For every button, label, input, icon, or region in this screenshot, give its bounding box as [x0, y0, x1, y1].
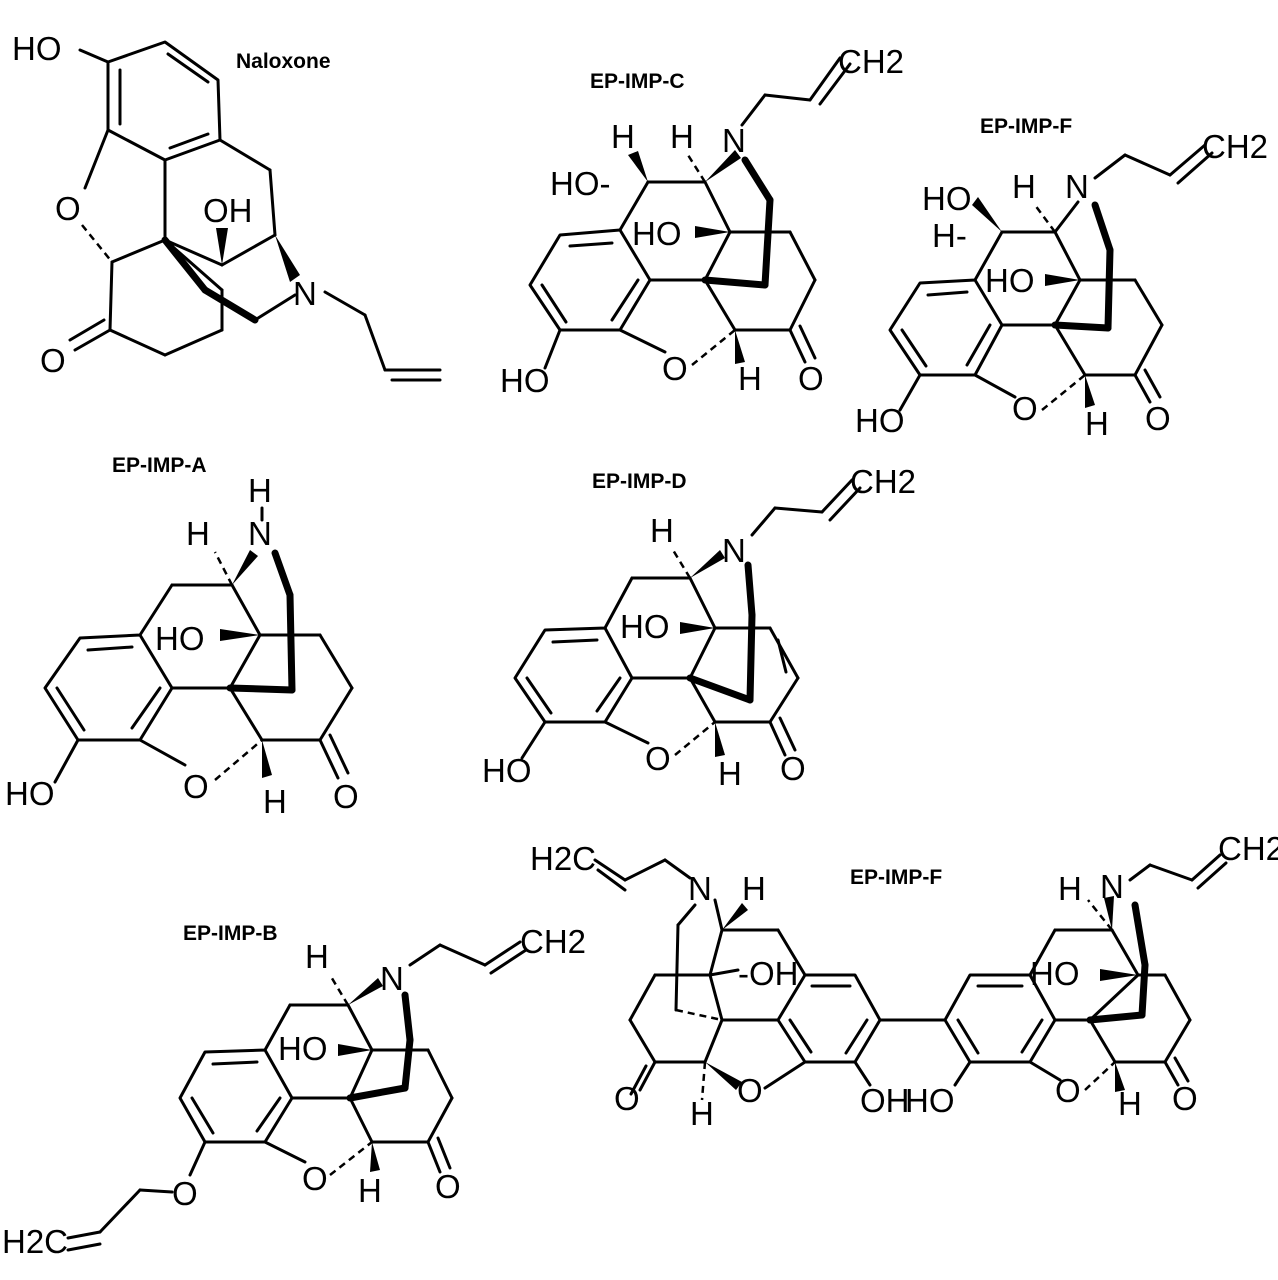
- atom-label: N: [380, 960, 404, 997]
- atom-label: H: [718, 755, 742, 792]
- atom-label: HO: [1030, 955, 1080, 992]
- atom-label: N: [293, 275, 317, 312]
- atom-label: O: [172, 1175, 198, 1212]
- atom-label: H: [738, 360, 762, 397]
- atom-label: N: [688, 870, 712, 907]
- atom-label: H: [690, 1095, 714, 1132]
- atom-label: O: [40, 342, 66, 379]
- atom-label: O: [1012, 390, 1038, 427]
- atom-label: H: [248, 472, 272, 509]
- atom-label: H: [263, 783, 287, 820]
- atom-label: H: [1012, 168, 1036, 205]
- structure-ep-imp-d: EP-IMP-D CH2 H N HO O HO H: [482, 463, 916, 792]
- atom-label: H: [1058, 870, 1082, 907]
- atom-label: HO: [922, 180, 972, 217]
- structure-title: EP-IMP-D: [592, 470, 687, 493]
- atom-label: O: [645, 740, 671, 777]
- atom-label: O: [780, 750, 806, 787]
- atom-label: OH: [203, 192, 253, 229]
- atom-label: HO: [500, 362, 550, 399]
- atom-label: O: [333, 778, 359, 815]
- atom-label: H-: [932, 217, 967, 254]
- structure-title: EP-IMP-F: [980, 115, 1072, 138]
- structure-ep-imp-b: EP-IMP-B H N CH2 O H2C O HO: [2, 922, 586, 1260]
- atom-label: O: [798, 360, 824, 397]
- atom-label: N: [722, 532, 746, 569]
- structure-ep-imp-a: EP-IMP-A H H N HO O HO H O: [5, 454, 359, 820]
- structure-ep-imp-c: EP-IMP-C CH2 H H N HO- HO O HO: [500, 43, 904, 399]
- atom-label: HO: [12, 30, 62, 67]
- atom-label: HO: [985, 262, 1035, 299]
- atom-label: HO: [278, 1030, 328, 1067]
- atom-label: N: [1065, 168, 1089, 205]
- atom-label: H2C: [2, 1223, 68, 1260]
- atom-label: HO-: [550, 165, 611, 202]
- atom-label: H: [1118, 1085, 1142, 1122]
- atom-label: H: [670, 118, 694, 155]
- atom-label: O: [1055, 1072, 1081, 1109]
- atom-label: H: [186, 515, 210, 552]
- atom-label: H: [358, 1172, 382, 1209]
- atom-label: H2C: [530, 840, 596, 877]
- atom-label: H: [305, 938, 329, 975]
- atom-label: H: [742, 870, 766, 907]
- atom-label: N: [248, 515, 272, 552]
- atom-label: CH2: [520, 923, 586, 960]
- atom-label: N: [1100, 868, 1124, 905]
- atom-label: HO: [632, 215, 682, 252]
- structure-naloxone: Naloxone HO O OH N: [12, 30, 442, 382]
- atom-label: O: [1172, 1080, 1198, 1117]
- structure-ep-imp-f-dimer: EP-IMP-F H2C N H -OH O O: [530, 830, 1278, 1132]
- atom-label: HO: [620, 608, 670, 645]
- atom-label: HO: [155, 620, 205, 657]
- atom-label: CH2: [1218, 830, 1278, 867]
- atom-label: O: [435, 1168, 461, 1205]
- atom-label: CH2: [838, 43, 904, 80]
- atom-label: O: [55, 190, 81, 227]
- atom-label: H: [611, 118, 635, 155]
- structure-title: EP-IMP-B: [183, 922, 278, 945]
- structure-title: EP-IMP-F: [850, 866, 942, 889]
- atom-label: O: [614, 1080, 640, 1117]
- atom-label: HO: [482, 752, 532, 789]
- atom-label: O: [662, 350, 688, 387]
- atom-label: O: [737, 1072, 763, 1109]
- structure-title: Naloxone: [236, 50, 331, 73]
- atom-label: CH2: [850, 463, 916, 500]
- atom-label: -OH: [738, 955, 799, 992]
- structure-title: EP-IMP-A: [112, 454, 207, 477]
- atom-label: OH: [860, 1082, 910, 1119]
- atom-label: H: [1085, 405, 1109, 442]
- atom-label: CH2: [1202, 128, 1268, 165]
- structure-ep-imp-f-top: EP-IMP-F CH2 HO H H- N HO O HO: [855, 115, 1268, 442]
- atom-label: N: [722, 122, 746, 159]
- atom-label: HO: [5, 775, 55, 812]
- atom-label: HO: [905, 1082, 955, 1119]
- atom-label: O: [183, 768, 209, 805]
- atom-label: O: [302, 1160, 328, 1197]
- atom-label: O: [1145, 400, 1171, 437]
- structure-title: EP-IMP-C: [590, 70, 685, 93]
- atom-label: HO: [855, 402, 905, 439]
- atom-label: H: [650, 512, 674, 549]
